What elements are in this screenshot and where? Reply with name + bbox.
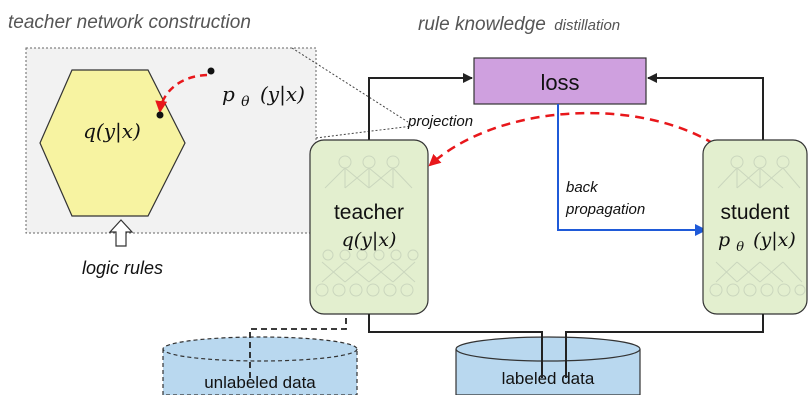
unlabeled-cylinder-top bbox=[162, 336, 358, 362]
inset-p-theta-args: (y|x) bbox=[260, 82, 305, 107]
labeled-data-label: labeled data bbox=[502, 369, 595, 388]
inset-red-arrow bbox=[155, 73, 208, 113]
unlabeled-data-cylinder: unlabeled data bbox=[162, 336, 358, 396]
student-formula-main: p bbox=[718, 229, 730, 251]
labeled-to-student-line bbox=[565, 314, 764, 378]
unlabeled-to-teacher-line bbox=[249, 314, 347, 378]
p-theta-dot bbox=[207, 67, 215, 75]
header-rule-knowledge-distillation: rule knowledge distillation bbox=[418, 14, 620, 35]
labeled-data-cylinder: labeled data bbox=[455, 336, 641, 396]
distillation-red-arrow bbox=[428, 111, 715, 167]
student-net-graphic bbox=[709, 155, 806, 297]
teacher-hexagon bbox=[39, 69, 186, 217]
loss-box bbox=[473, 57, 647, 105]
backprop-label-line2: propagation bbox=[565, 201, 645, 218]
unlabeled-data-label: unlabeled data bbox=[204, 373, 316, 392]
teacher-formula: q(y|x) bbox=[342, 229, 397, 251]
inset-p-theta-sub: θ bbox=[241, 94, 250, 110]
loss-label: loss bbox=[540, 70, 579, 95]
student-formula-args: (y|x) bbox=[753, 229, 796, 251]
header-distillation: distillation bbox=[554, 17, 620, 34]
student-to-loss-arrow bbox=[647, 73, 764, 146]
student-formula: p θ (y|x) bbox=[718, 229, 796, 256]
hexagon-formula: q(y|x) bbox=[83, 119, 141, 144]
inset-p-theta-main: p bbox=[222, 82, 235, 106]
student-network: student p θ (y|x) bbox=[702, 139, 808, 315]
labeled-to-teacher-line bbox=[368, 314, 543, 378]
backprop-blue-arrow bbox=[557, 104, 707, 236]
student-box bbox=[702, 139, 808, 315]
projection-label: projection bbox=[407, 113, 473, 130]
backprop-label-line1: back bbox=[566, 179, 599, 196]
labeled-cylinder-top bbox=[455, 336, 641, 362]
teacher-network: teacher q(y|x) bbox=[309, 139, 429, 315]
student-formula-sub: θ bbox=[736, 240, 744, 255]
logic-rules-label: logic rules bbox=[82, 258, 163, 278]
projection-line-bottom bbox=[315, 125, 413, 139]
header-rule-knowledge: rule knowledge bbox=[418, 14, 546, 35]
header-teacher-network-construction: teacher network construction bbox=[8, 12, 251, 33]
logic-rules-arrow-icon bbox=[108, 219, 134, 247]
teacher-title: teacher bbox=[334, 201, 404, 224]
student-title: student bbox=[721, 201, 790, 224]
inset-p-theta-formula: p θ (y|x) bbox=[222, 82, 305, 111]
hexagon-edge-dot bbox=[156, 111, 164, 119]
teacher-net-graphic bbox=[315, 155, 419, 297]
projection-line-top bbox=[291, 47, 409, 123]
teacher-to-loss-arrow bbox=[368, 73, 473, 148]
